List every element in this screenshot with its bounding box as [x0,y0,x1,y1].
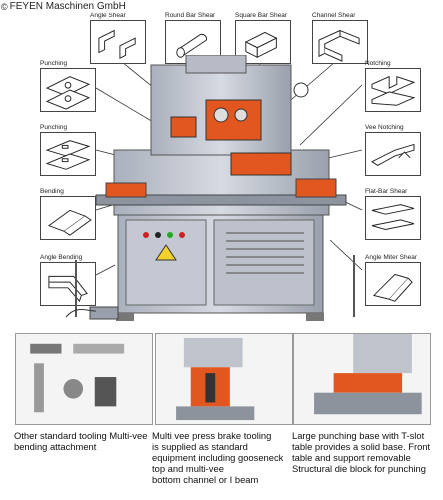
callout-label: Flat-Bar Shear [365,188,408,195]
callout-channel-shear: Channel Shear [312,12,368,64]
callout-label: Bending [40,188,64,195]
callout-label: Notching [365,60,391,67]
caption-line: equipment including gooseneck [152,452,284,463]
caption-line: is supplied as standard [152,441,248,452]
photo-multi-vee-press-brake [155,333,293,425]
callout-label: Vee Notching [365,124,404,131]
caption-line: table and support removable [292,452,411,463]
caption-line: top and multi-vee [152,463,224,474]
callout-label: Punching [40,124,68,131]
angle-miter-shear-illustration [365,262,421,306]
callout-angle-bending: Angle Bending [40,254,96,306]
photo-standard-tooling [15,333,153,425]
notching-illustration [365,68,421,112]
caption-line: Other standard tooling Multi-vee [14,430,148,441]
watermark-text: FEYEN Maschinen GmbH [9,1,126,12]
bending-illustration [40,196,96,240]
caption-line: bending attachment [14,441,97,452]
callout-vee-notching: Vee Notching [365,124,421,176]
callout-angle-shear: Angle Shear [90,12,146,64]
caption-multi-vee-press-brake: Multi vee press brake tooling is supplie… [152,430,292,485]
caption-line: Large punching base with T-slot [292,430,425,441]
watermark: © FEYEN Maschinen GmbH [0,0,129,13]
callout-punching-mid: Punching [40,124,96,176]
callout-label: Channel Shear [312,12,356,19]
ironworker-machine-illustration [56,55,376,325]
caption-line: Multi vee press brake tooling [152,430,272,441]
punching-illustration [40,68,96,112]
callout-label: Round Bar Shear [165,12,216,19]
channel-shear-illustration [312,20,368,64]
callout-label: Punching [40,60,68,67]
callout-label: Angle Bending [40,254,83,261]
vee-notching-illustration [365,132,421,176]
caption-line: bottom channel or I beam [152,474,259,485]
copyright-symbol: © [1,1,8,12]
photo-punching-base [293,333,431,425]
callout-flat-bar-shear: Flat-Bar Shear [365,188,421,240]
caption-line: table provides a solid base. Front [292,441,431,452]
angle-bending-illustration [40,262,96,306]
callout-label: Angle Shear [90,12,126,19]
callout-angle-miter-shear: Angle Miter Shear [365,254,421,306]
callout-bending: Bending [40,188,96,240]
caption-standard-tooling: Other standard tooling Multi-vee bending… [14,430,154,452]
callout-label: Square Bar Shear [235,12,288,19]
callout-notching: Notching [365,60,421,112]
angle-shear-illustration [90,20,146,64]
callout-punching-top: Punching [40,60,96,112]
caption-line: Structural die block for punching [292,463,426,474]
punching-illustration-2 [40,132,96,176]
caption-punching-base: Large punching base with T-slot table pr… [292,430,440,474]
callout-label: Angle Miter Shear [365,254,418,261]
flat-bar-shear-illustration [365,196,421,240]
